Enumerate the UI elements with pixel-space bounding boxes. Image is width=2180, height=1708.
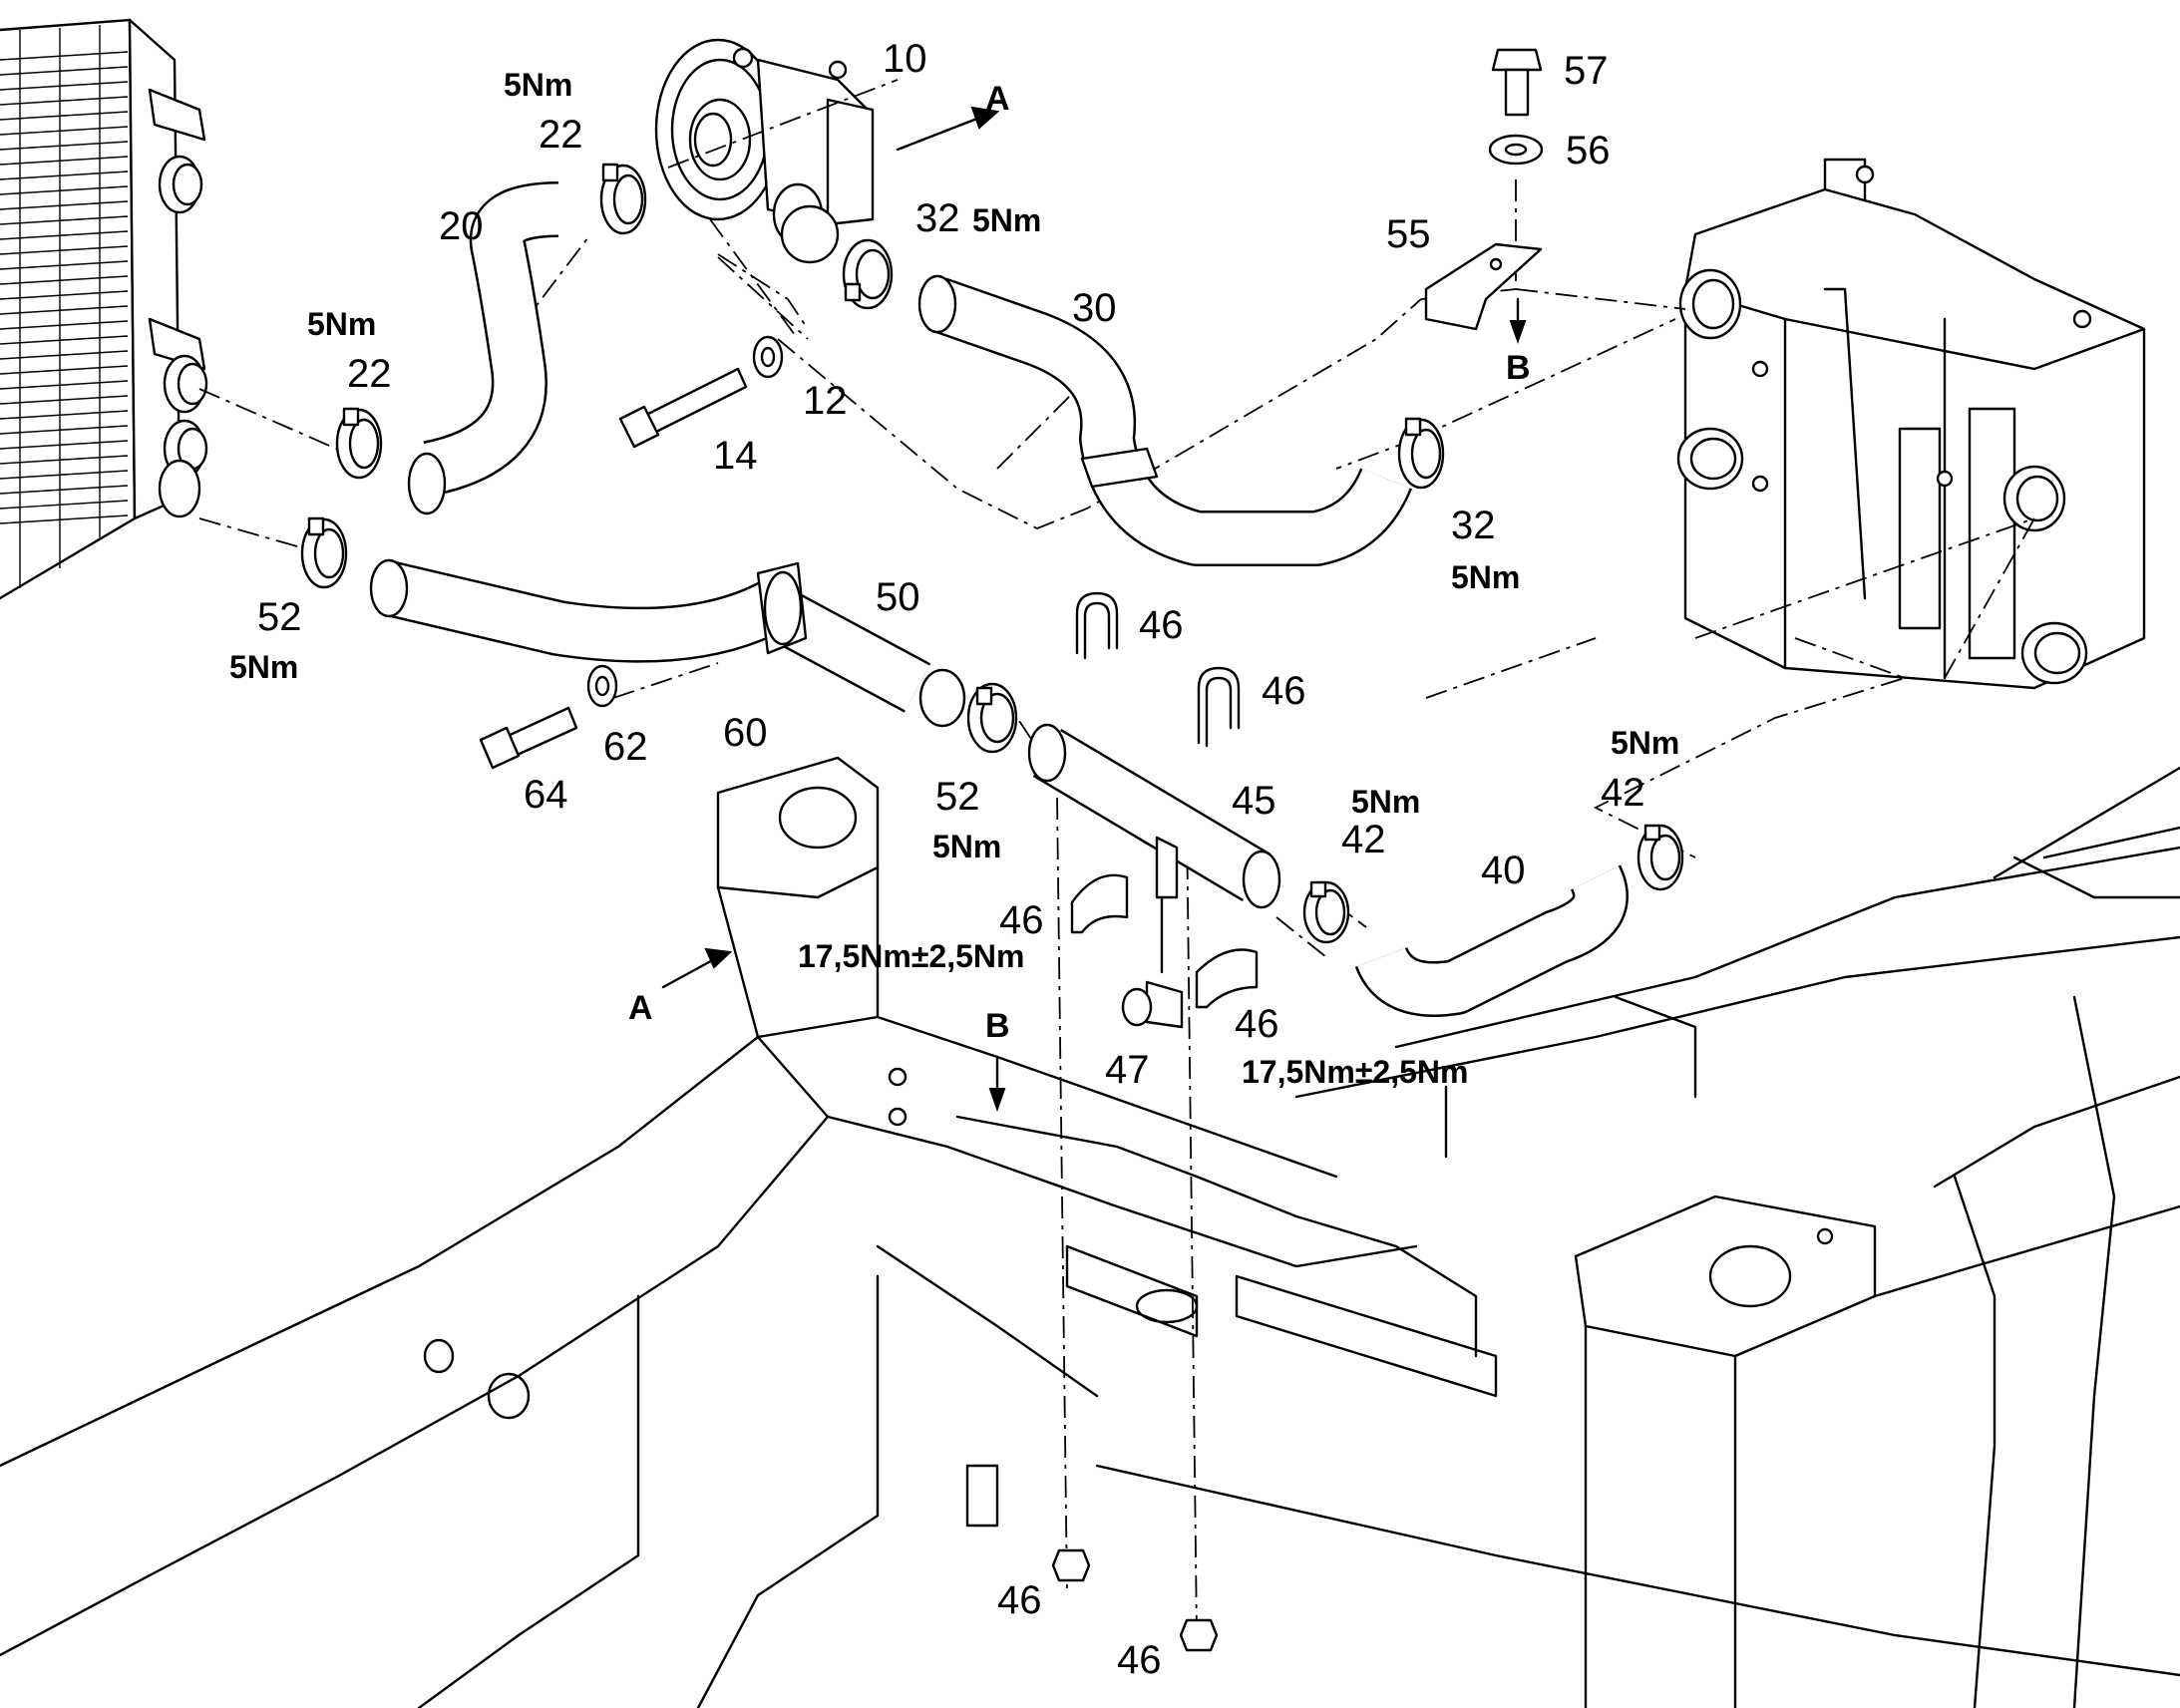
label-42-left: 42 [1341, 818, 1386, 861]
water-pump [654, 38, 875, 264]
torque-32-upper: 5Nm [972, 202, 1041, 238]
label-45: 45 [1232, 779, 1276, 823]
label-12: 12 [803, 379, 848, 423]
label-40: 40 [1481, 849, 1526, 892]
pipe-45 [1027, 723, 1281, 909]
torque-22-upper: 5Nm [504, 67, 572, 103]
torque-22-lower: 5Nm [307, 306, 376, 342]
hose-50b [774, 593, 966, 728]
torque-42-right: 5Nm [1611, 725, 1679, 761]
label-47: 47 [1105, 1048, 1150, 1092]
torque-52-right: 5Nm [932, 829, 1001, 864]
washer-62 [586, 664, 618, 708]
washer-12 [752, 335, 784, 379]
clamp-22-upper [599, 163, 647, 235]
bolt-57 [1491, 48, 1543, 117]
bracket-60 [756, 561, 808, 655]
clamp-32-upper [842, 238, 894, 310]
hose-20 [407, 181, 559, 515]
bolt-64 [479, 706, 578, 770]
label-30: 30 [1072, 286, 1117, 330]
clamp-42-left [1302, 880, 1350, 944]
label-62: 62 [603, 725, 648, 769]
nut-46-left [1051, 1548, 1091, 1582]
torque-46-right: 17,5Nm±2,5Nm [1242, 1054, 1468, 1090]
label-22-upper: 22 [539, 113, 583, 157]
heat-exchanger [1676, 158, 2146, 690]
label-22-lower: 22 [347, 352, 392, 396]
bracket-55 [1424, 242, 1543, 331]
washer-56 [1488, 134, 1544, 166]
drain-valve-47 [1121, 895, 1184, 1029]
torque-32-lower: 5Nm [1451, 559, 1520, 595]
label-46-ubolt-right: 46 [1262, 669, 1306, 713]
view-arrows [661, 106, 1527, 1113]
saddle-46-left [1070, 873, 1129, 934]
part-number-labels: 10 12 14 20 22 22 30 32 32 40 42 42 45 4… [257, 37, 1645, 1682]
nut-46-right [1179, 1618, 1219, 1652]
view-b-frame: B [985, 1007, 1010, 1045]
label-46-saddle-left: 46 [999, 898, 1044, 942]
view-a-top: A [985, 80, 1010, 118]
hose-30 [917, 274, 1412, 566]
label-46-nut-right: 46 [1117, 1638, 1162, 1682]
label-52-right: 52 [935, 775, 980, 819]
torque-52-left: 5Nm [229, 649, 298, 685]
label-46-nut-left: 46 [997, 1578, 1042, 1622]
label-55: 55 [1386, 212, 1431, 256]
radiator [0, 18, 208, 600]
hose-40 [1354, 864, 1629, 1017]
label-60: 60 [723, 711, 768, 755]
view-a-frame: A [628, 989, 653, 1027]
label-20: 20 [439, 204, 484, 248]
label-57: 57 [1564, 49, 1609, 93]
view-letters: A A B B [628, 80, 1531, 1045]
clamp-52-left [300, 516, 348, 589]
torque-46-left: 17,5Nm±2,5Nm [798, 938, 1024, 974]
bolt-14 [618, 367, 748, 449]
torque-42-left: 5Nm [1351, 784, 1420, 820]
label-32-lower: 32 [1451, 504, 1496, 547]
leader-lines [198, 79, 2035, 1636]
clamp-52-right [966, 682, 1018, 754]
clamp-22-lower [335, 407, 383, 480]
ubolt-46-right [1197, 666, 1241, 748]
label-10: 10 [883, 37, 927, 81]
hose-50 [369, 558, 801, 663]
ubolt-46-left [1075, 591, 1119, 660]
label-56: 56 [1566, 129, 1611, 172]
label-32-upper: 32 [915, 196, 960, 240]
view-b-top: B [1506, 349, 1531, 387]
label-50: 50 [876, 575, 920, 619]
torque-labels: 5Nm 5Nm 5Nm 5Nm 5Nm 5Nm 5Nm 5Nm 17,5Nm±2… [229, 67, 1679, 1090]
clamp-30-mid [1080, 447, 1159, 489]
saddle-46-right [1195, 948, 1259, 1009]
label-14: 14 [713, 434, 758, 478]
vehicle-frame [0, 756, 2180, 1708]
clamp-42-right [1636, 824, 1684, 891]
clamp-32-lower [1397, 417, 1445, 490]
label-46-saddle-right: 46 [1235, 1002, 1279, 1046]
label-52-left: 52 [257, 595, 302, 639]
label-42-right: 42 [1601, 771, 1645, 815]
label-46-ubolt-left: 46 [1139, 603, 1184, 647]
label-64: 64 [524, 773, 568, 817]
